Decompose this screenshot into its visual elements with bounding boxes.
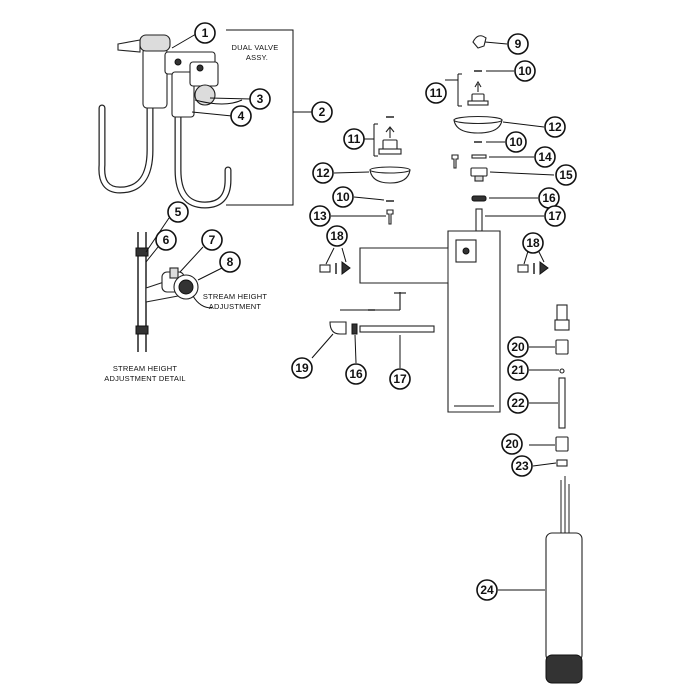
callout-17-bottom: 17	[389, 368, 411, 390]
callout-13: 13	[309, 205, 331, 227]
svg-text:14: 14	[538, 150, 552, 164]
svg-text:7: 7	[209, 233, 216, 247]
svg-text:4: 4	[238, 109, 245, 123]
svg-text:5: 5	[175, 205, 182, 219]
push-button-left	[319, 261, 351, 275]
right-bowl-stack	[451, 35, 503, 232]
svg-text:2: 2	[319, 105, 326, 119]
callout-1: 1	[194, 22, 216, 44]
svg-text:11: 11	[348, 132, 361, 146]
leader-lines	[145, 33, 559, 591]
svg-text:12: 12	[316, 166, 330, 180]
callout-2: 2	[311, 101, 333, 123]
svg-text:6: 6	[163, 233, 170, 247]
svg-text:24: 24	[480, 583, 494, 597]
svg-text:1: 1	[202, 26, 209, 40]
stream-height-adjustment-label-line1: STREAM HEIGHT	[203, 292, 267, 301]
callout-9: 9	[507, 33, 529, 55]
svg-text:23: 23	[515, 459, 529, 473]
callout-15: 15	[555, 164, 577, 186]
stream-height-adjustment-label-line2: ADJUSTMENT	[209, 302, 262, 311]
stream-height-detail	[135, 232, 213, 352]
dual-valve-label-line2: ASSY.	[246, 53, 268, 62]
callout-14: 14	[534, 146, 556, 168]
callout-10-top: 10	[514, 60, 536, 82]
callout-7: 7	[201, 229, 223, 251]
detail-caption-line2: ADJUSTMENT DETAIL	[104, 374, 185, 383]
callout-18-left: 18	[326, 225, 348, 247]
callout-16-right: 16	[538, 187, 560, 209]
svg-text:8: 8	[227, 255, 234, 269]
svg-text:3: 3	[257, 92, 264, 106]
svg-text:13: 13	[313, 209, 327, 223]
svg-text:15: 15	[559, 168, 573, 182]
svg-text:20: 20	[505, 437, 519, 451]
callout-11-right: 11	[425, 82, 447, 104]
chiller-stack	[545, 304, 583, 684]
callout-4: 4	[230, 105, 252, 127]
callout-10-left: 10	[332, 186, 354, 208]
callout-12-right: 12	[544, 116, 566, 138]
svg-text:19: 19	[295, 361, 309, 375]
svg-text:16: 16	[542, 191, 556, 205]
svg-text:17: 17	[548, 209, 562, 223]
svg-text:10: 10	[509, 135, 523, 149]
callout-23: 23	[511, 455, 533, 477]
svg-text:18: 18	[526, 236, 540, 250]
svg-text:12: 12	[548, 120, 562, 134]
main-body	[329, 230, 501, 413]
callout-5: 5	[167, 201, 189, 223]
callout-6: 6	[155, 229, 177, 251]
callout-19: 19	[291, 357, 313, 379]
svg-text:18: 18	[330, 229, 344, 243]
svg-text:16: 16	[349, 367, 363, 381]
callout-17-right: 17	[544, 205, 566, 227]
dual-valve-assembly	[98, 34, 243, 209]
callout-11-left: 11	[343, 128, 365, 150]
left-bowl-stack	[369, 116, 411, 225]
callout-24: 24	[476, 579, 498, 601]
callout-8: 8	[219, 251, 241, 273]
callout-21: 21	[507, 359, 529, 381]
svg-text:21: 21	[511, 363, 525, 377]
callout-20-bottom: 20	[501, 433, 523, 455]
svg-text:9: 9	[515, 37, 522, 51]
dual-valve-bracket	[226, 29, 312, 206]
dual-valve-label-line1: DUAL VALVE	[232, 43, 279, 52]
callout-18-right: 18	[522, 232, 544, 254]
callout-10-right: 10	[505, 131, 527, 153]
push-button-right	[517, 261, 549, 275]
callout-3: 3	[249, 88, 271, 110]
callout-16-bottom: 16	[345, 363, 367, 385]
svg-text:22: 22	[511, 396, 525, 410]
callout-20-top: 20	[507, 336, 529, 358]
svg-text:10: 10	[518, 64, 532, 78]
svg-text:11: 11	[430, 86, 443, 100]
svg-text:10: 10	[336, 190, 350, 204]
callout-22: 22	[507, 392, 529, 414]
svg-text:20: 20	[511, 340, 525, 354]
detail-caption-line1: STREAM HEIGHT	[113, 364, 177, 373]
callout-12-left: 12	[312, 162, 334, 184]
svg-text:17: 17	[393, 372, 407, 386]
